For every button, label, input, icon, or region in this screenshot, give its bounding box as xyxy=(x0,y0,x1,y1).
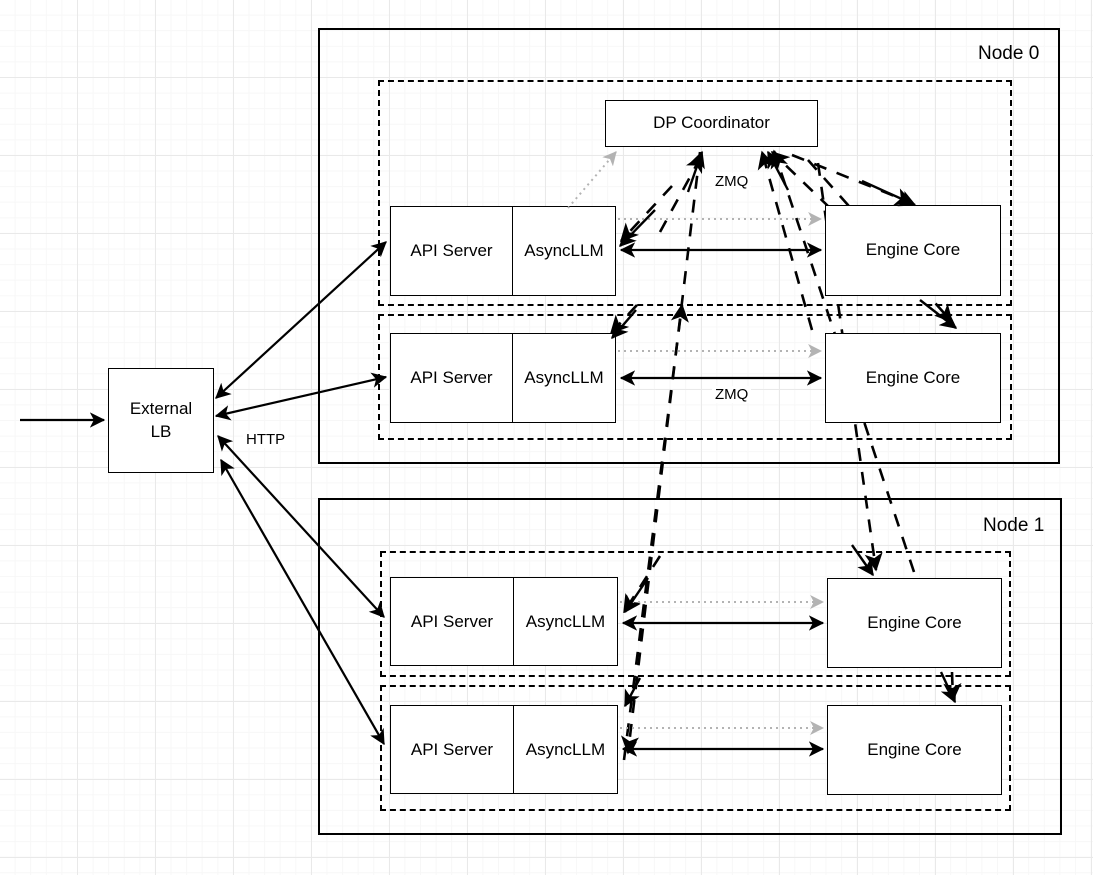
dashed-core-n0g1-to-coordinator xyxy=(757,150,814,331)
api-server-unit-n1g0[interactable]: API Server AsyncLLM xyxy=(390,577,618,666)
dashed-async-n1-to-coordinator xyxy=(622,303,689,761)
arrow-into-core-n0g0-top xyxy=(861,179,917,207)
arrow-into-async-n0g0 xyxy=(619,209,656,247)
zmq-label-n0g0: ZMQ xyxy=(712,173,752,190)
api-server-label-n1g1: API Server xyxy=(391,706,514,793)
api-server-label-n0g1: API Server xyxy=(391,334,513,422)
node-0-group-0 xyxy=(378,80,1012,306)
arrow-into-core-n1g1-top xyxy=(939,671,957,704)
async-llm-label-n1g0: AsyncLLM xyxy=(525,611,606,631)
http-label: HTTP xyxy=(243,431,289,448)
arrow-lb-to-api-n0g0 xyxy=(215,241,387,399)
engine-core-box-n1g1[interactable]: Engine Core xyxy=(827,705,1002,795)
async-llm-label-n1g1: AsyncLLM xyxy=(525,739,606,759)
api-server-label-n1g0: API Server xyxy=(391,578,514,665)
node-0-container xyxy=(318,28,1060,464)
zmq-label-n0g1: ZMQ xyxy=(712,386,752,403)
dashed-coordinator-to-async-n0g0 xyxy=(620,185,673,243)
arrow-into-core-n0g1-top xyxy=(919,299,958,329)
arrow-converge-coordinator-a xyxy=(686,150,705,193)
api-server-unit-n0g1[interactable]: API Server AsyncLLM xyxy=(390,333,616,423)
async-llm-label-n0g0: AsyncLLM xyxy=(524,241,604,260)
engine-core-box-n1g0[interactable]: Engine Core xyxy=(827,578,1002,668)
node-1-container xyxy=(318,498,1062,835)
arrow-into-async-n1g0 xyxy=(624,577,649,614)
dotted-async-to-coordinator-n0g0 xyxy=(567,151,617,209)
arrow-into-async-n0g1 xyxy=(611,309,637,340)
external-lb-box[interactable]: External LB xyxy=(108,368,214,473)
arrow-lb-to-api-n0g1 xyxy=(214,372,388,421)
external-lb-label-line1: External xyxy=(129,398,193,418)
api-server-unit-n0g0[interactable]: API Server AsyncLLM xyxy=(390,206,616,296)
arrow-into-core-n1g0-top xyxy=(851,544,874,577)
dashed-coordinator-to-core-n1g0 xyxy=(816,162,883,572)
node-0-group-1 xyxy=(378,314,1012,440)
dp-coordinator-box[interactable]: DP Coordinator xyxy=(605,100,818,147)
arrow-into-async-n1g1 xyxy=(623,677,642,708)
arrow-converge-coordinator-b xyxy=(766,150,790,191)
async-llm-label-n0g1: AsyncLLM xyxy=(524,368,604,387)
engine-core-box-n0g1[interactable]: Engine Core xyxy=(825,333,1001,423)
arrow-lb-to-api-n1g1 xyxy=(220,458,385,746)
api-server-unit-n1g1[interactable]: API Server AsyncLLM xyxy=(390,705,618,794)
node-1-group-0 xyxy=(380,551,1011,677)
node-1-group-1 xyxy=(380,685,1011,811)
node-0-label: Node 0 xyxy=(978,43,1040,64)
external-lb-label-line2: LB xyxy=(150,421,172,441)
node-1-label: Node 1 xyxy=(983,515,1045,536)
api-server-label-n0g0: API Server xyxy=(391,207,513,295)
